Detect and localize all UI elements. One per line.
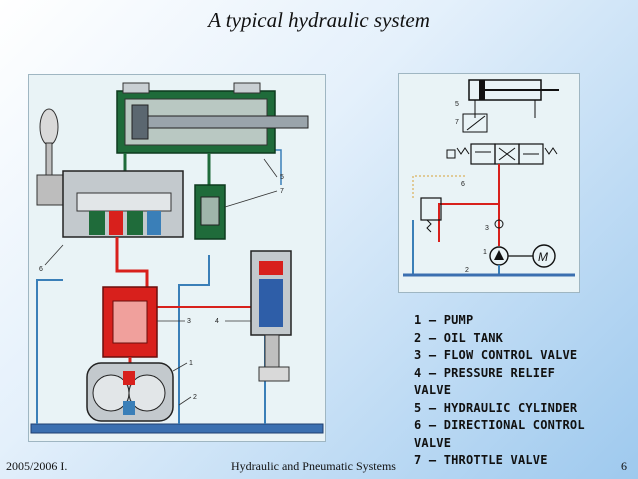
page-number: 6: [621, 459, 627, 473]
hydraulic-cylinder: [116, 82, 309, 154]
schematic-callout-5: 5: [455, 101, 459, 108]
schematic-throttle: [462, 113, 488, 133]
schematic-motor: [532, 244, 556, 268]
hydraulic-schematic: M 5 7 6 1 3 2: [398, 73, 580, 293]
schematic-callout-6: 6: [461, 181, 465, 188]
motor-label: M: [538, 250, 548, 264]
schematic-directional-valve: [446, 143, 558, 165]
pressure-line-relief: [146, 253, 266, 327]
throttle-valve: [194, 184, 226, 240]
legend-item: 6 – Directional control: [414, 418, 585, 432]
gear-pump: [86, 362, 174, 422]
schematic-relief-valve: [420, 197, 442, 221]
schematic-callout-2: 2: [465, 267, 469, 274]
pressure-line: [115, 237, 149, 290]
legend-item: 2 – Oil tank: [414, 330, 504, 345]
illustration-svg: 5 7 6 3 4 1 2: [30, 82, 324, 434]
return-line-right: [178, 255, 210, 424]
legend-item: 1 – Pump: [414, 313, 474, 327]
return-line-left: [36, 279, 63, 424]
callout-4: 4: [215, 318, 219, 325]
return-line-cyl: [264, 149, 282, 185]
callout-2: 2: [193, 394, 197, 401]
footer-date: 2005/2006 I.: [6, 459, 68, 473]
pressure-relief-valve: [250, 250, 292, 382]
legend-item: valve: [414, 435, 452, 450]
legend-item: 4 – Pressure relief: [414, 365, 556, 380]
footer-course: Hydraulic and Pneumatic Systems: [231, 459, 396, 473]
schematic-svg: M 5 7 6 1 3 2: [403, 79, 575, 277]
legend-item: 3 – Flow control valve: [414, 348, 578, 362]
hydraulic-system-illustration: 5 7 6 3 4 1 2: [28, 74, 326, 442]
schematic-callout-7: 7: [455, 119, 459, 126]
callout-3: 3: [187, 318, 191, 325]
schematic-callout-3: 3: [485, 225, 489, 232]
legend-item: 7 – Throttle valve: [414, 453, 548, 467]
callout-7: 7: [280, 188, 284, 195]
schematic-callout-1: 1: [483, 249, 487, 256]
component-legend: 1 – Pump 2 – Oil tank 3 – Flow control v…: [414, 312, 585, 470]
flow-control-valve: [102, 286, 158, 358]
oil-tank: [30, 423, 324, 434]
legend-item: valve: [414, 383, 452, 397]
schematic-flow-control: [494, 219, 504, 229]
directional-control-valve: [62, 170, 184, 238]
callout-6: 6: [39, 266, 43, 273]
hand-lever: [36, 108, 64, 206]
callout-5: 5: [280, 174, 284, 181]
callout-1: 1: [189, 360, 193, 367]
slide-title: A typical hydraulic system: [208, 8, 430, 32]
legend-item: 5 – Hydraulic cylinder: [414, 400, 578, 415]
